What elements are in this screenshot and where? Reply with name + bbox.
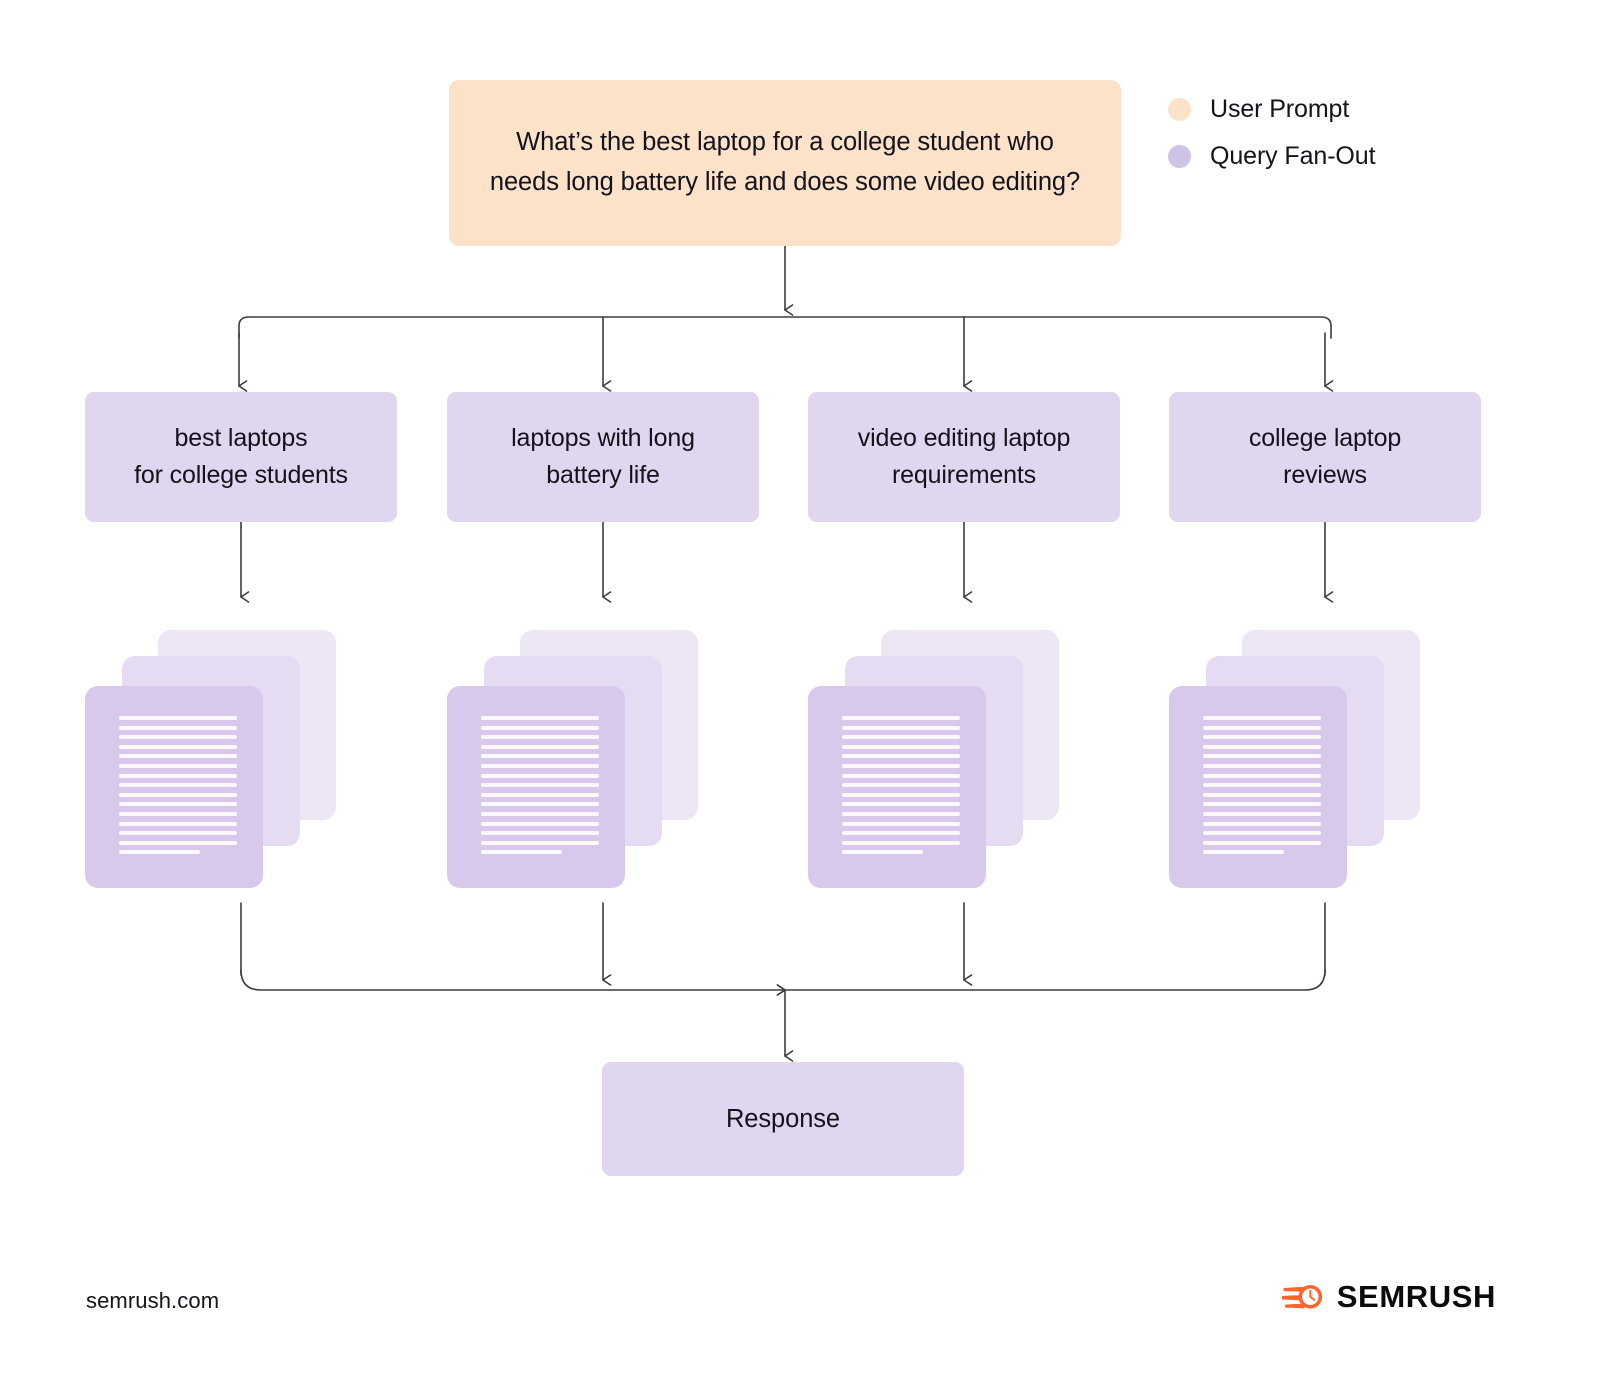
document-text-line [119,735,237,740]
document-text-line [481,763,599,768]
semrush-wordmark: SEMRUSH [1336,1278,1496,1314]
legend-item-query-fan-out: Query Fan-Out [1168,133,1498,180]
document-text-line [842,773,960,778]
document-text-line [842,802,960,807]
semrush-flame-icon [1281,1285,1322,1309]
user-prompt-text: What’s the best laptop for a college stu… [489,128,1081,196]
document-text-line [119,754,237,759]
document-text-line [842,754,960,759]
document-text-line [1203,773,1321,778]
document-text-line [119,773,237,778]
document-text-line [481,773,599,778]
footer-url: semrush.com [86,1288,220,1313]
document-icon-front [808,686,986,888]
document-text-line [842,725,960,730]
document-text-line [119,763,237,768]
document-text-line [481,811,599,816]
document-text-line [481,831,599,836]
document-text-line [119,802,237,807]
document-text-line [119,840,237,845]
legend-label-query-fan-out: Query Fan-Out [1210,142,1376,170]
document-text-line [481,802,599,807]
document-text-line-short [481,850,563,855]
document-text-line [1203,821,1321,826]
document-text-line [1203,744,1321,749]
document-icon-front [447,686,625,888]
document-text-line [119,811,237,816]
response-box: Response [602,1062,964,1176]
document-text-line [481,840,599,845]
document-text-line [1203,725,1321,730]
response-label: Response [725,1104,841,1133]
document-text-lines [1203,716,1321,860]
legend-dot-icon [1168,145,1191,168]
document-text-line [842,735,960,740]
document-icon-front [85,686,263,888]
document-text-line [1203,840,1321,845]
document-text-line [119,792,237,797]
document-text-line [481,735,599,740]
document-icon-front [1169,686,1347,888]
document-text-line-short [119,850,201,855]
document-text-line [1203,811,1321,816]
document-text-line [842,744,960,749]
document-text-line [119,783,237,788]
document-text-line [481,754,599,759]
legend-label-user-prompt: User Prompt [1210,95,1350,123]
document-text-line [481,792,599,797]
document-stack-2 [447,630,698,892]
document-text-line [842,716,960,720]
document-text-line [481,725,599,730]
document-text-line [119,725,237,730]
semrush-logo: SEMRUSH [1281,1278,1496,1314]
legend-dot-icon [1168,98,1191,121]
document-text-line [842,763,960,768]
document-text-line [119,831,237,836]
document-text-line [119,821,237,826]
legend-item-user-prompt: User Prompt [1168,86,1498,133]
document-stack-3 [808,630,1059,892]
document-stack-4 [1169,630,1420,892]
document-text-line [1203,802,1321,807]
document-text-line [1203,754,1321,759]
document-text-line [1203,792,1321,797]
document-text-line [1203,735,1321,740]
document-text-lines [119,716,237,860]
document-text-line [119,744,237,749]
user-prompt-box: What’s the best laptop for a college stu… [449,80,1121,246]
document-text-line [842,831,960,836]
document-text-line [842,792,960,797]
document-text-lines [481,716,599,860]
document-text-line [481,716,599,720]
document-text-line-short [842,850,924,855]
document-stack-1 [85,630,336,892]
legend: User Prompt Query Fan-Out [1168,86,1498,180]
document-text-line [842,821,960,826]
document-text-line [1203,763,1321,768]
document-text-line [842,783,960,788]
document-text-line [842,840,960,845]
document-text-line [1203,831,1321,836]
document-text-line [481,783,599,788]
document-text-lines [842,716,960,860]
document-text-line [1203,716,1321,720]
document-text-line [481,744,599,749]
document-text-line [119,716,237,720]
document-text-line [1203,783,1321,788]
document-text-line [842,811,960,816]
document-text-line-short [1203,850,1285,855]
document-text-line [481,821,599,826]
